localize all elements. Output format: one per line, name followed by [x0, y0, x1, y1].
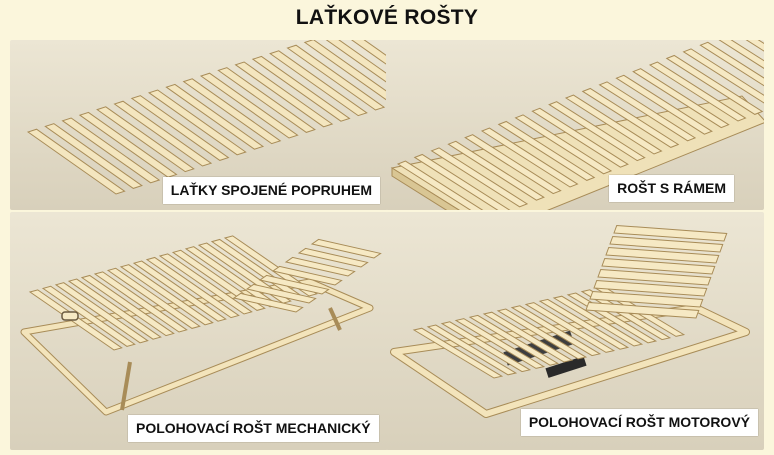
- slat: [426, 324, 518, 376]
- slat: [130, 95, 230, 161]
- slat: [514, 114, 613, 175]
- slat: [61, 117, 161, 184]
- slat: [303, 40, 388, 102]
- slat: [41, 285, 136, 347]
- page-title: LAŤKOVÉ ROŠTY: [295, 6, 479, 29]
- headrest-slat: [271, 265, 343, 286]
- slat: [598, 81, 697, 142]
- slat: [552, 295, 644, 347]
- slat: [113, 100, 213, 167]
- headrest-slat: [232, 292, 304, 313]
- slat: [447, 140, 545, 201]
- headrest-slat: [609, 235, 724, 253]
- headrest-slat: [601, 257, 716, 275]
- slat: [682, 48, 764, 104]
- slat: [158, 253, 253, 315]
- slat: [351, 40, 388, 67]
- motorized-adjustable-image: [390, 224, 750, 418]
- slat: [480, 127, 579, 188]
- slat: [223, 235, 318, 297]
- slat: [564, 94, 663, 155]
- panel-mechanical-adjustable: POLOHOVACÍ ROŠT MECHANICKÝ: [10, 212, 388, 450]
- slat: [147, 89, 247, 156]
- slat: [251, 55, 351, 122]
- slat: [44, 123, 143, 189]
- slat: [234, 61, 334, 128]
- slat: [106, 267, 201, 329]
- headrest-slat: [284, 256, 356, 277]
- slat: [145, 256, 240, 319]
- frame-base-image: [390, 40, 764, 210]
- headrest-slat: [310, 238, 382, 259]
- headrest-slat: [585, 301, 700, 319]
- slats-with-strap-image: [26, 40, 388, 195]
- panel-slats-with-strap: LAŤKY SPOJENÉ POPRUHEM: [10, 40, 388, 210]
- panel-frame-base: ROŠT S RÁMEM: [386, 40, 764, 210]
- slat: [96, 106, 195, 173]
- slat: [745, 40, 764, 52]
- slat: [80, 274, 175, 337]
- slat: [412, 327, 504, 379]
- slat: [510, 305, 602, 357]
- headrest-slat: [593, 279, 708, 297]
- slat: [538, 298, 630, 350]
- slat: [286, 44, 386, 111]
- slat: [78, 111, 178, 178]
- headrest-slat: [613, 224, 728, 242]
- headrest-slat: [245, 283, 317, 304]
- slat: [67, 278, 162, 340]
- slat: [199, 72, 299, 139]
- slat: [699, 41, 764, 87]
- slat: [580, 289, 672, 341]
- slat: [648, 61, 747, 122]
- caption-frame-base: ROŠT S RÁMEM: [609, 175, 734, 202]
- slat: [718, 40, 764, 69]
- slat: [440, 321, 532, 373]
- slat: [325, 40, 388, 84]
- headrest-slat: [258, 274, 330, 295]
- caption-slats-with-strap: LAŤKY SPOJENÉ POPRUHEM: [162, 177, 380, 204]
- slat: [217, 67, 316, 133]
- headrest-slat: [597, 268, 712, 286]
- slat: [496, 308, 588, 360]
- slat: [26, 128, 126, 195]
- slat: [119, 264, 214, 326]
- slat: [524, 302, 616, 353]
- slat: [482, 311, 574, 363]
- slat: [396, 160, 484, 210]
- slat: [665, 54, 764, 115]
- slat: [413, 153, 511, 210]
- headrest-slat: [297, 247, 369, 268]
- slat: [581, 87, 680, 148]
- mechanical-adjustable-image: [20, 235, 382, 416]
- slat: [615, 74, 713, 135]
- headrest-slat: [605, 246, 720, 264]
- slat: [548, 101, 646, 162]
- slat: [269, 50, 368, 117]
- caption-mechanical-adjustable: POLOHOVACÍ ROŠT MECHANICKÝ: [128, 415, 379, 442]
- slat: [464, 134, 562, 195]
- slat: [182, 78, 282, 145]
- slat: [454, 318, 546, 369]
- caption-motorized-adjustable: POLOHOVACÍ ROŠT MOTOROVÝ: [520, 409, 758, 436]
- slat: [54, 282, 149, 344]
- slat: [632, 68, 730, 129]
- slat: [497, 120, 596, 181]
- slat: [132, 260, 227, 322]
- slat: [468, 314, 560, 366]
- slat: [93, 271, 188, 333]
- panel-motorized-adjustable: POLOHOVACÍ ROŠT MOTOROVÝ: [386, 212, 764, 450]
- slat: [165, 83, 265, 150]
- slat: [430, 147, 529, 208]
- slat: [531, 107, 629, 168]
- headrest-slat: [589, 290, 704, 308]
